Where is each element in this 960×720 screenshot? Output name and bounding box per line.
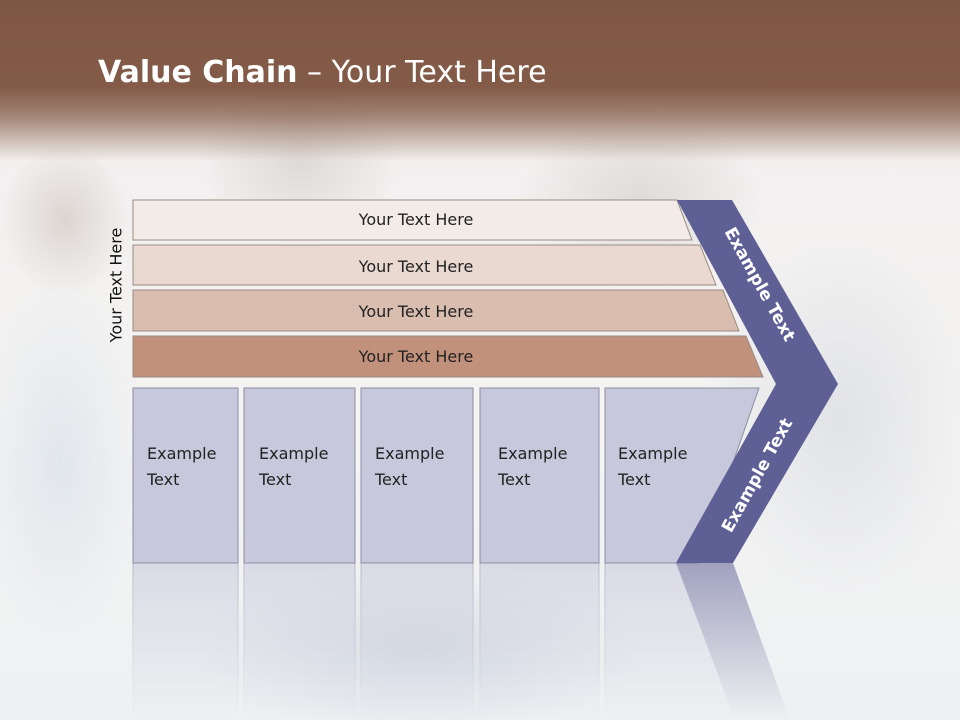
primary-box-1-line1: Example bbox=[147, 444, 216, 463]
primary-box-3-line1: Example bbox=[375, 444, 444, 463]
primary-box-3: Example Text bbox=[360, 387, 474, 564]
support-bar-2-shape bbox=[132, 244, 717, 286]
support-bar-3-label: Your Text Here bbox=[358, 302, 474, 321]
primary-box-2-shape bbox=[243, 387, 356, 564]
primary-box-1: Example Text bbox=[132, 387, 239, 564]
header-band bbox=[0, 0, 960, 160]
title-rest: – Your Text Here bbox=[297, 55, 547, 90]
reflection-chevron bbox=[676, 563, 790, 720]
primary-box-5-line1: Example bbox=[618, 444, 687, 463]
primary-box-1-shape bbox=[132, 387, 239, 564]
support-bar-1: Your Text Here bbox=[132, 199, 693, 241]
support-bar-3-shape bbox=[132, 289, 740, 332]
support-bar-2-label: Your Text Here bbox=[358, 257, 474, 276]
primary-box-3-shape bbox=[360, 387, 474, 564]
support-bar-3: Your Text Here bbox=[132, 289, 740, 332]
support-bar-1-shape bbox=[132, 199, 693, 241]
primary-box-4-line1: Example bbox=[498, 444, 567, 463]
primary-box-5-line2: Text bbox=[617, 470, 650, 489]
support-bar-1-label: Your Text Here bbox=[358, 210, 474, 229]
margin-chevron-lower bbox=[676, 384, 838, 563]
primary-box-2-line2: Text bbox=[258, 470, 291, 489]
primary-box-3-line2: Text bbox=[374, 470, 407, 489]
reflection-box-4 bbox=[479, 562, 600, 720]
reflection-box-5 bbox=[604, 562, 746, 720]
primary-box-1-line2: Text bbox=[146, 470, 179, 489]
primary-box-2-line1: Example bbox=[259, 444, 328, 463]
primary-box-5: Example Text bbox=[604, 387, 760, 564]
primary-box-2: Example Text bbox=[243, 387, 356, 564]
support-bar-4: Your Text Here bbox=[132, 335, 764, 378]
primary-box-4-line2: Text bbox=[497, 470, 530, 489]
margin-chevron-upper bbox=[677, 200, 838, 384]
primary-box-4: Example Text bbox=[479, 387, 600, 564]
diagram-reflection bbox=[132, 562, 790, 720]
primary-box-4-shape bbox=[479, 387, 600, 564]
slide-title: Value Chain – Your Text Here bbox=[98, 55, 547, 90]
reflection-box-2 bbox=[243, 562, 356, 720]
support-bar-4-shape bbox=[132, 335, 764, 378]
margin-chevron: Example Text Example Text bbox=[676, 200, 838, 563]
reflection-box-3 bbox=[360, 562, 474, 720]
reflection-box-1 bbox=[132, 562, 239, 720]
title-bold: Value Chain bbox=[98, 55, 298, 90]
support-bar-4-label: Your Text Here bbox=[358, 347, 474, 366]
support-bar-2: Your Text Here bbox=[132, 244, 717, 286]
